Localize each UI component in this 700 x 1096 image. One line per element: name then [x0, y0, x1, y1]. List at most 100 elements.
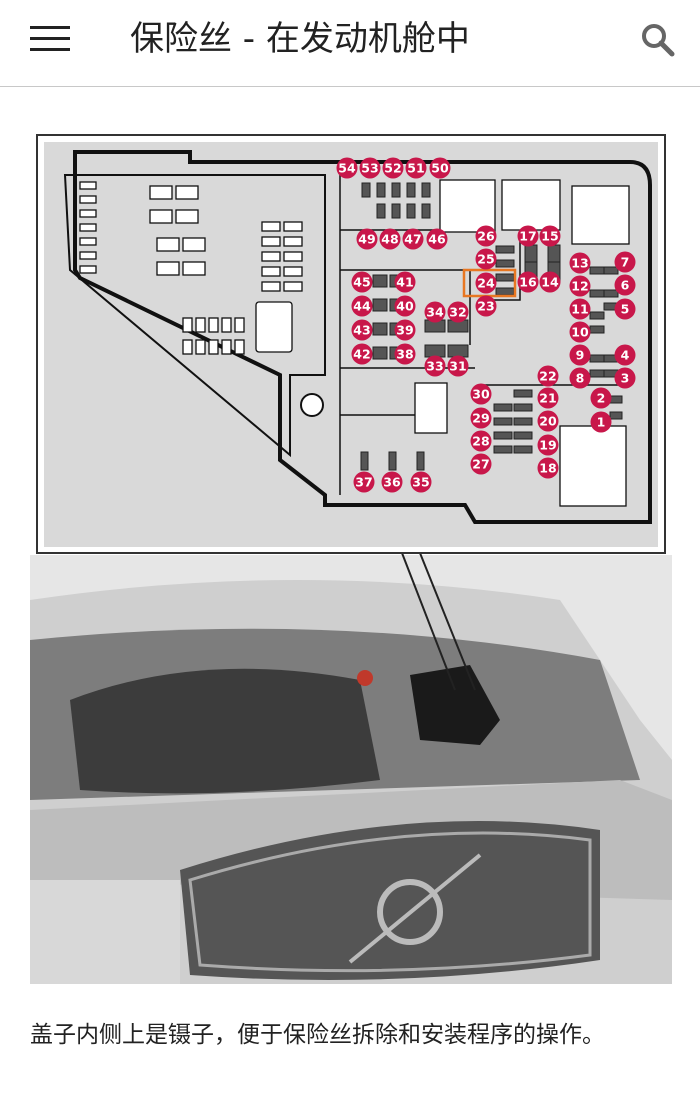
fuse-label-badge [410, 471, 432, 493]
fuse-slot [495, 287, 515, 296]
fuse-label-badge [569, 298, 591, 320]
fuse-label-48: 48 [379, 228, 401, 250]
fuse-number: 54 [338, 161, 356, 176]
fuse-number: 18 [539, 461, 556, 476]
fuse-number: 35 [412, 475, 429, 490]
fuse-label-17: 17 [517, 225, 539, 247]
fuse-label-16: 16 [517, 271, 539, 293]
fuse-slot [424, 344, 446, 358]
fuse-label-badge [614, 367, 636, 389]
hamburger-menu-icon[interactable] [30, 26, 70, 52]
fuse-number: 48 [381, 232, 398, 247]
fuse-number: 5 [621, 302, 630, 317]
fuse-slot [372, 274, 388, 288]
fuse-number: 9 [576, 348, 585, 363]
fuse-label-badge [394, 343, 416, 365]
fuse-number: 30 [472, 387, 490, 402]
fuse-slot [376, 203, 386, 219]
fuse-slot [493, 431, 513, 440]
fuse-label-36: 36 [381, 471, 403, 493]
fuse-slot [495, 245, 515, 254]
fuse-label-badge [405, 157, 427, 179]
fuse-number: 24 [477, 276, 495, 291]
fuse-label-badge [569, 367, 591, 389]
fuse-number: 42 [353, 347, 370, 362]
fuse-label-42: 42 [351, 343, 373, 365]
fuse-label-18: 18 [537, 457, 559, 479]
fuse-number: 51 [407, 161, 424, 176]
fuse-label-badge [537, 434, 559, 456]
fuse-number: 8 [576, 371, 585, 386]
fuse-label-32: 32 [447, 301, 469, 323]
fuse-label-35: 35 [410, 471, 432, 493]
fuse-label-badge [517, 225, 539, 247]
fuse-slot [376, 182, 386, 198]
fuse-label-badge [539, 271, 561, 293]
fuse-label-6: 6 [614, 274, 636, 296]
fuse-label-25: 25 [475, 248, 497, 270]
fuse-number: 22 [539, 369, 556, 384]
fuse-label-21: 21 [537, 387, 559, 409]
fuse-slot [589, 354, 605, 363]
fuse-label-31: 31 [447, 355, 469, 377]
fuse-label-1: 1 [590, 411, 612, 433]
fuse-label-51: 51 [405, 157, 427, 179]
fuse-label-badge [351, 343, 373, 365]
fuse-slot [493, 417, 513, 426]
fuse-number: 39 [396, 323, 413, 338]
fuse-label-badge [590, 387, 612, 409]
fuse-label-badge [394, 271, 416, 293]
fuse-number: 4 [621, 348, 630, 363]
fuse-label-badge [394, 295, 416, 317]
fuse-label-40: 40 [394, 295, 416, 317]
fuse-label-badge [537, 457, 559, 479]
fuse-label-badge [336, 157, 358, 179]
fuse-slot [493, 445, 513, 454]
fuse-label-28: 28 [470, 430, 492, 452]
fuse-number: 37 [355, 475, 372, 490]
fuse-label-badge [382, 157, 404, 179]
fuse-label-27: 27 [470, 453, 492, 475]
fuse-number: 34 [426, 305, 444, 320]
fuse-label-26: 26 [475, 225, 497, 247]
fuse-slot [495, 259, 515, 268]
fuse-number: 16 [519, 275, 537, 290]
fuse-slot [391, 203, 401, 219]
fuse-slot [421, 203, 431, 219]
fuse-label-badge [537, 365, 559, 387]
fuse-label-badge [537, 410, 559, 432]
fuse-number: 19 [539, 438, 556, 453]
fuse-label-badge [614, 274, 636, 296]
fuse-label-30: 30 [470, 383, 492, 405]
fuse-label-7: 7 [614, 251, 636, 273]
fuse-label-badge [353, 471, 375, 493]
fuse-number: 13 [571, 256, 588, 271]
fuse-slot [406, 182, 416, 198]
fuse-number: 2 [597, 391, 606, 406]
fuse-number: 31 [449, 359, 466, 374]
fuse-label-20: 20 [537, 410, 559, 432]
fuse-label-badge [424, 355, 446, 377]
fuse-label-37: 37 [353, 471, 375, 493]
search-icon[interactable] [638, 20, 678, 60]
fuse-label-12: 12 [569, 275, 591, 297]
fuse-label-badge [614, 344, 636, 366]
fuse-slot [609, 395, 623, 404]
fuse-slot [388, 451, 397, 471]
fuse-label-23: 23 [475, 295, 497, 317]
fuse-label-41: 41 [394, 271, 416, 293]
fuse-label-2: 2 [590, 387, 612, 409]
fuse-label-52: 52 [382, 157, 404, 179]
fuse-label-badge [569, 275, 591, 297]
fuse-label-49: 49 [356, 228, 378, 250]
fuse-label-badge [517, 271, 539, 293]
fuse-label-badge [351, 319, 373, 341]
fuse-slot [603, 266, 619, 275]
fuse-number: 10 [571, 325, 589, 340]
fuse-slot [513, 445, 533, 454]
fuse-label-badge [475, 295, 497, 317]
fuse-label-badge [569, 321, 591, 343]
fuse-label-15: 15 [539, 225, 561, 247]
fuse-slot [513, 417, 533, 426]
fuse-slot [360, 451, 369, 471]
